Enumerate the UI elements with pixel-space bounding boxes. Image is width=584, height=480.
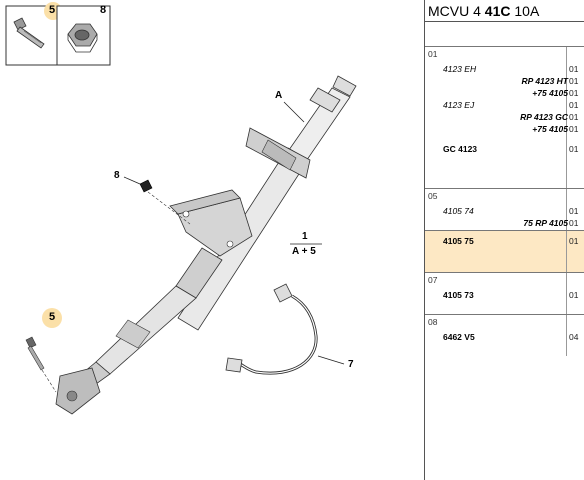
callout-A-plus-5[interactable]: A + 5 [292,246,316,257]
part-reference[interactable]: 4123 EJ [443,100,475,110]
part-reference[interactable]: RP 4123 HT [521,76,568,86]
part-quantity: 01 [569,112,579,122]
panel-title: MCVU 4 41C 10A [425,0,584,22]
part-row[interactable]: 4105 73 01 [425,289,584,301]
callout-8[interactable]: 8 [114,170,120,181]
title-prefix: MCVU 4 [428,3,485,19]
part-reference[interactable]: RP 4123 GC [520,112,568,122]
qty-column-divider [566,189,567,230]
part-reference[interactable]: 4105 73 [443,290,474,300]
parts-group: 4105 75 01 [425,230,584,272]
steering-column-drawing [5,2,357,415]
part-quantity: 01 [569,64,579,74]
part-row[interactable]: 4123 EJ 01 [425,99,584,111]
qty-column-divider [566,273,567,314]
parts-group: 08 6462 V5 04 [425,314,584,356]
part-reference[interactable]: 4105 75 [443,236,474,246]
callout-1[interactable]: 1 [302,231,308,242]
group-number: 01 [428,49,438,59]
bolt-icon [13,17,45,49]
part-quantity: 01 [569,144,579,154]
part-quantity: 01 [569,218,579,228]
inset-box-nut [56,5,111,66]
part-row[interactable]: 4123 EH 01 [425,63,584,75]
group-number: 08 [428,317,438,327]
title-bold: 41C [484,3,511,19]
part-quantity: 01 [569,290,579,300]
callout-5-badge [42,308,62,328]
part-quantity: 04 [569,332,579,342]
callout-5[interactable]: 5 [49,311,56,323]
part-row[interactable]: 4105 75 01 [425,235,584,247]
part-quantity: 01 [569,206,579,216]
group-number: 07 [428,275,438,285]
part-row[interactable]: 6462 V5 04 [425,331,584,343]
group-number: 05 [428,191,438,201]
nut-icon [67,23,98,53]
callout-7[interactable]: 7 [348,359,354,370]
qty-column-divider [566,315,567,356]
inset-label-8[interactable]: 8 [100,4,107,16]
part-reference[interactable]: 6462 V5 [443,332,475,342]
part-8-nut [139,179,191,225]
title-suffix: 10A [510,3,540,19]
inset-label-5[interactable]: 5 [49,4,56,16]
steering-column [55,75,357,415]
part-quantity: 01 [569,236,579,246]
part-quantity: 01 [569,124,579,134]
part-quantity: 01 [569,76,579,86]
part-quantity: 01 [569,88,579,98]
callout-A[interactable]: A [275,90,283,101]
parts-diagram: 5 8 A 8 1 A + 5 5 7 [5,2,357,415]
leader-lines [123,101,345,365]
part-7-cable [225,283,318,375]
qty-column-divider [566,47,567,188]
part-5-bolt [25,336,57,393]
part-row[interactable]: 4105 74 01 [425,205,584,217]
parts-group: 07 4105 73 01 [425,272,584,314]
part-reference[interactable]: 75 RP 4105 [523,218,568,228]
part-reference[interactable]: 4123 EH [443,64,477,74]
qty-column-divider [566,231,567,272]
part-row[interactable]: GC 4123 01 [425,143,584,155]
part-quantity: 01 [569,100,579,110]
part-reference[interactable]: GC 4123 [443,144,478,154]
part-reference[interactable]: +75 4105 [532,124,568,134]
part-reference[interactable]: +75 4105 [532,88,568,98]
part-reference[interactable]: 4105 74 [443,206,474,216]
